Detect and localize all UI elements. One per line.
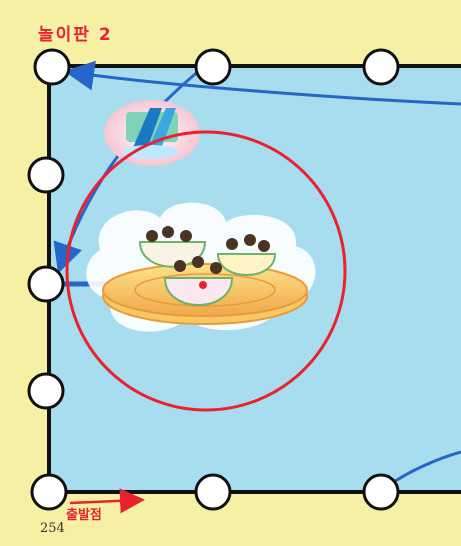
board-space[interactable] xyxy=(196,50,230,84)
board-space[interactable] xyxy=(364,50,398,84)
board-space[interactable] xyxy=(29,158,63,192)
board-space[interactable] xyxy=(29,267,63,301)
page-number: 254 xyxy=(40,521,65,536)
start-label: 출발점 xyxy=(66,504,102,523)
board-space[interactable] xyxy=(364,475,398,509)
board-space[interactable] xyxy=(35,50,69,84)
board-space[interactable] xyxy=(196,475,230,509)
board-title: 놀이판 2 xyxy=(38,20,113,45)
start-space[interactable] xyxy=(32,475,66,509)
start-direction-arrow xyxy=(70,500,140,503)
board-space[interactable] xyxy=(29,374,63,408)
teacup-ride-illustration xyxy=(86,203,315,332)
